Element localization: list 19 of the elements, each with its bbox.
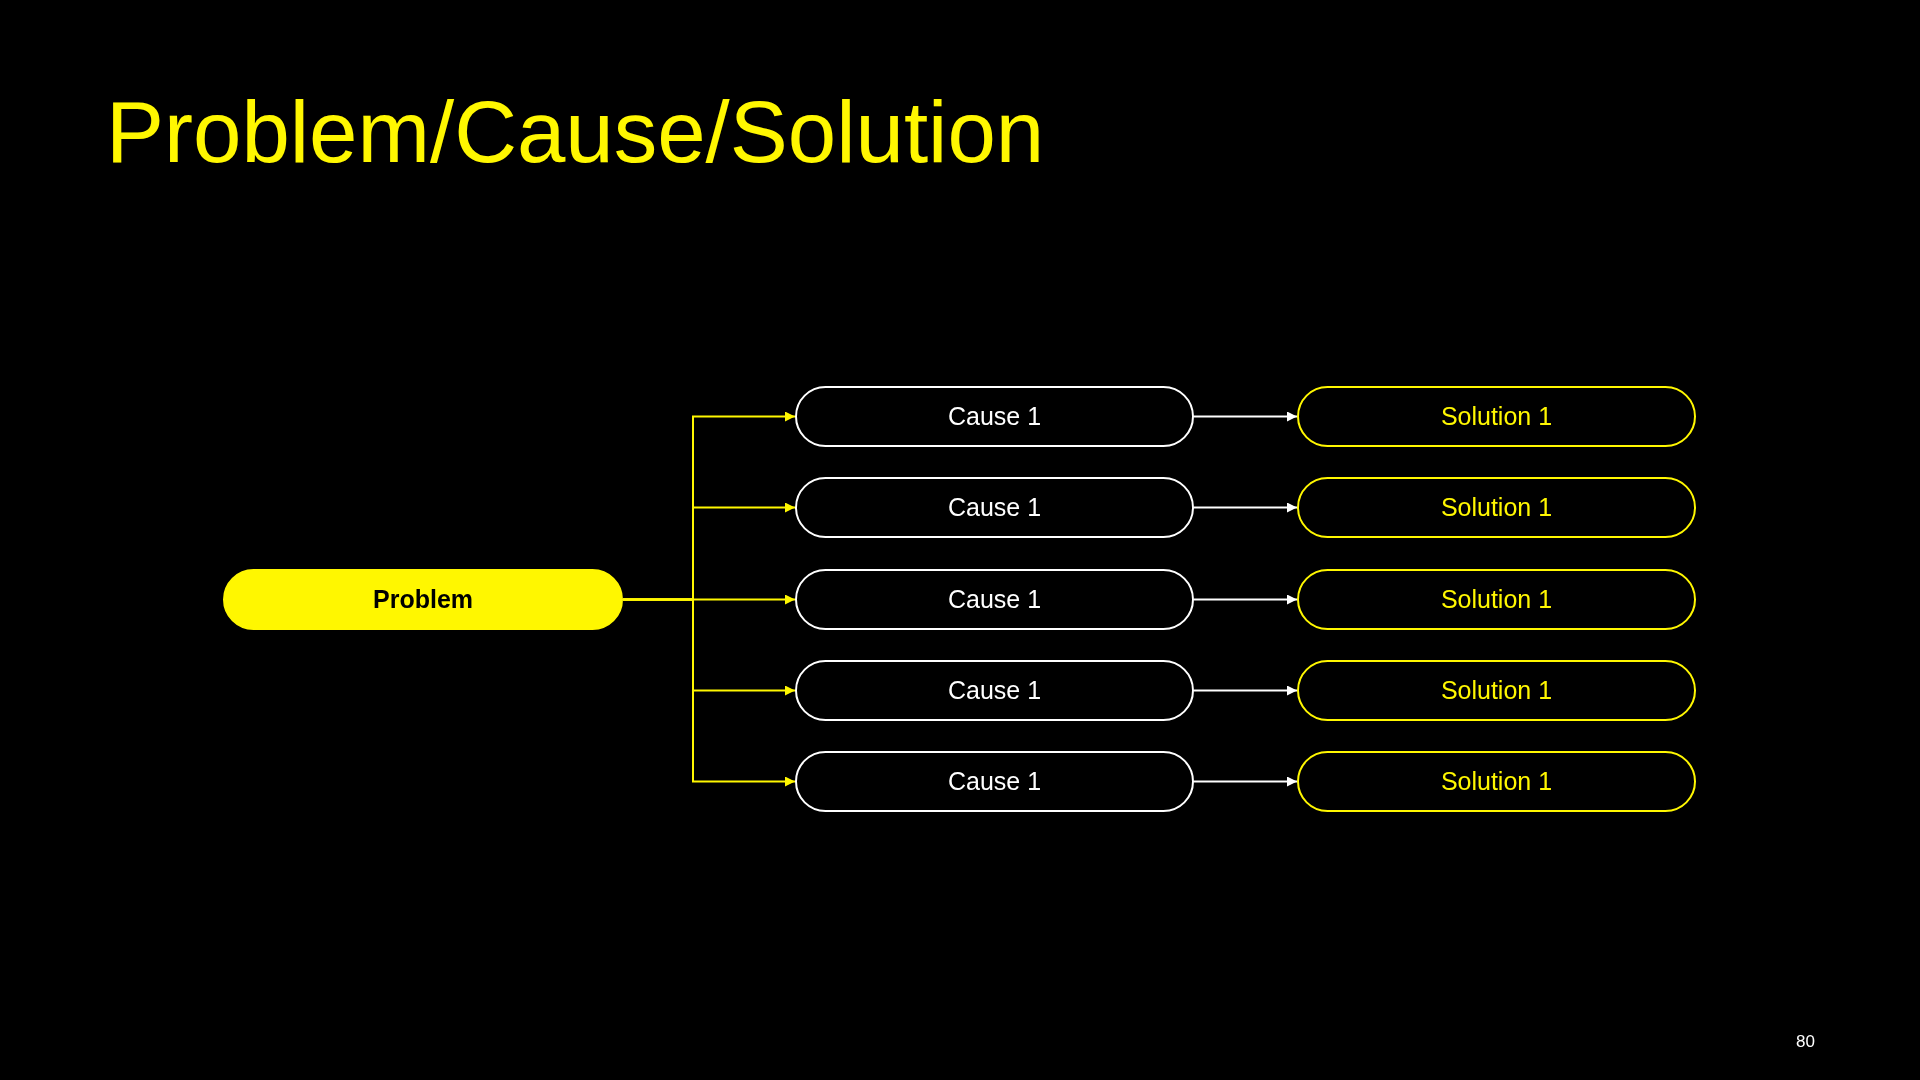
cause-node: Cause 1: [795, 660, 1194, 721]
solution-node: Solution 1: [1297, 386, 1696, 447]
connector-arrow: [1193, 411, 1298, 422]
cause-node: Cause 1: [795, 569, 1194, 630]
connector-arrow: [1193, 594, 1298, 605]
cause-node: Cause 1: [795, 477, 1194, 538]
connector-arrow: [1193, 685, 1298, 696]
slide-title: Problem/Cause/Solution: [106, 88, 1045, 175]
cause-node: Cause 1: [795, 751, 1194, 812]
connector-arrow: [622, 598, 796, 787]
connector-arrow: [1193, 776, 1298, 787]
connector-arrow: [1193, 502, 1298, 513]
problem-node: Problem: [223, 569, 623, 630]
solution-node: Solution 1: [1297, 751, 1696, 812]
solution-node: Solution 1: [1297, 477, 1696, 538]
solution-node: Solution 1: [1297, 569, 1696, 630]
solution-node: Solution 1: [1297, 660, 1696, 721]
page-number: 80: [1796, 1032, 1815, 1052]
cause-node: Cause 1: [795, 386, 1194, 447]
